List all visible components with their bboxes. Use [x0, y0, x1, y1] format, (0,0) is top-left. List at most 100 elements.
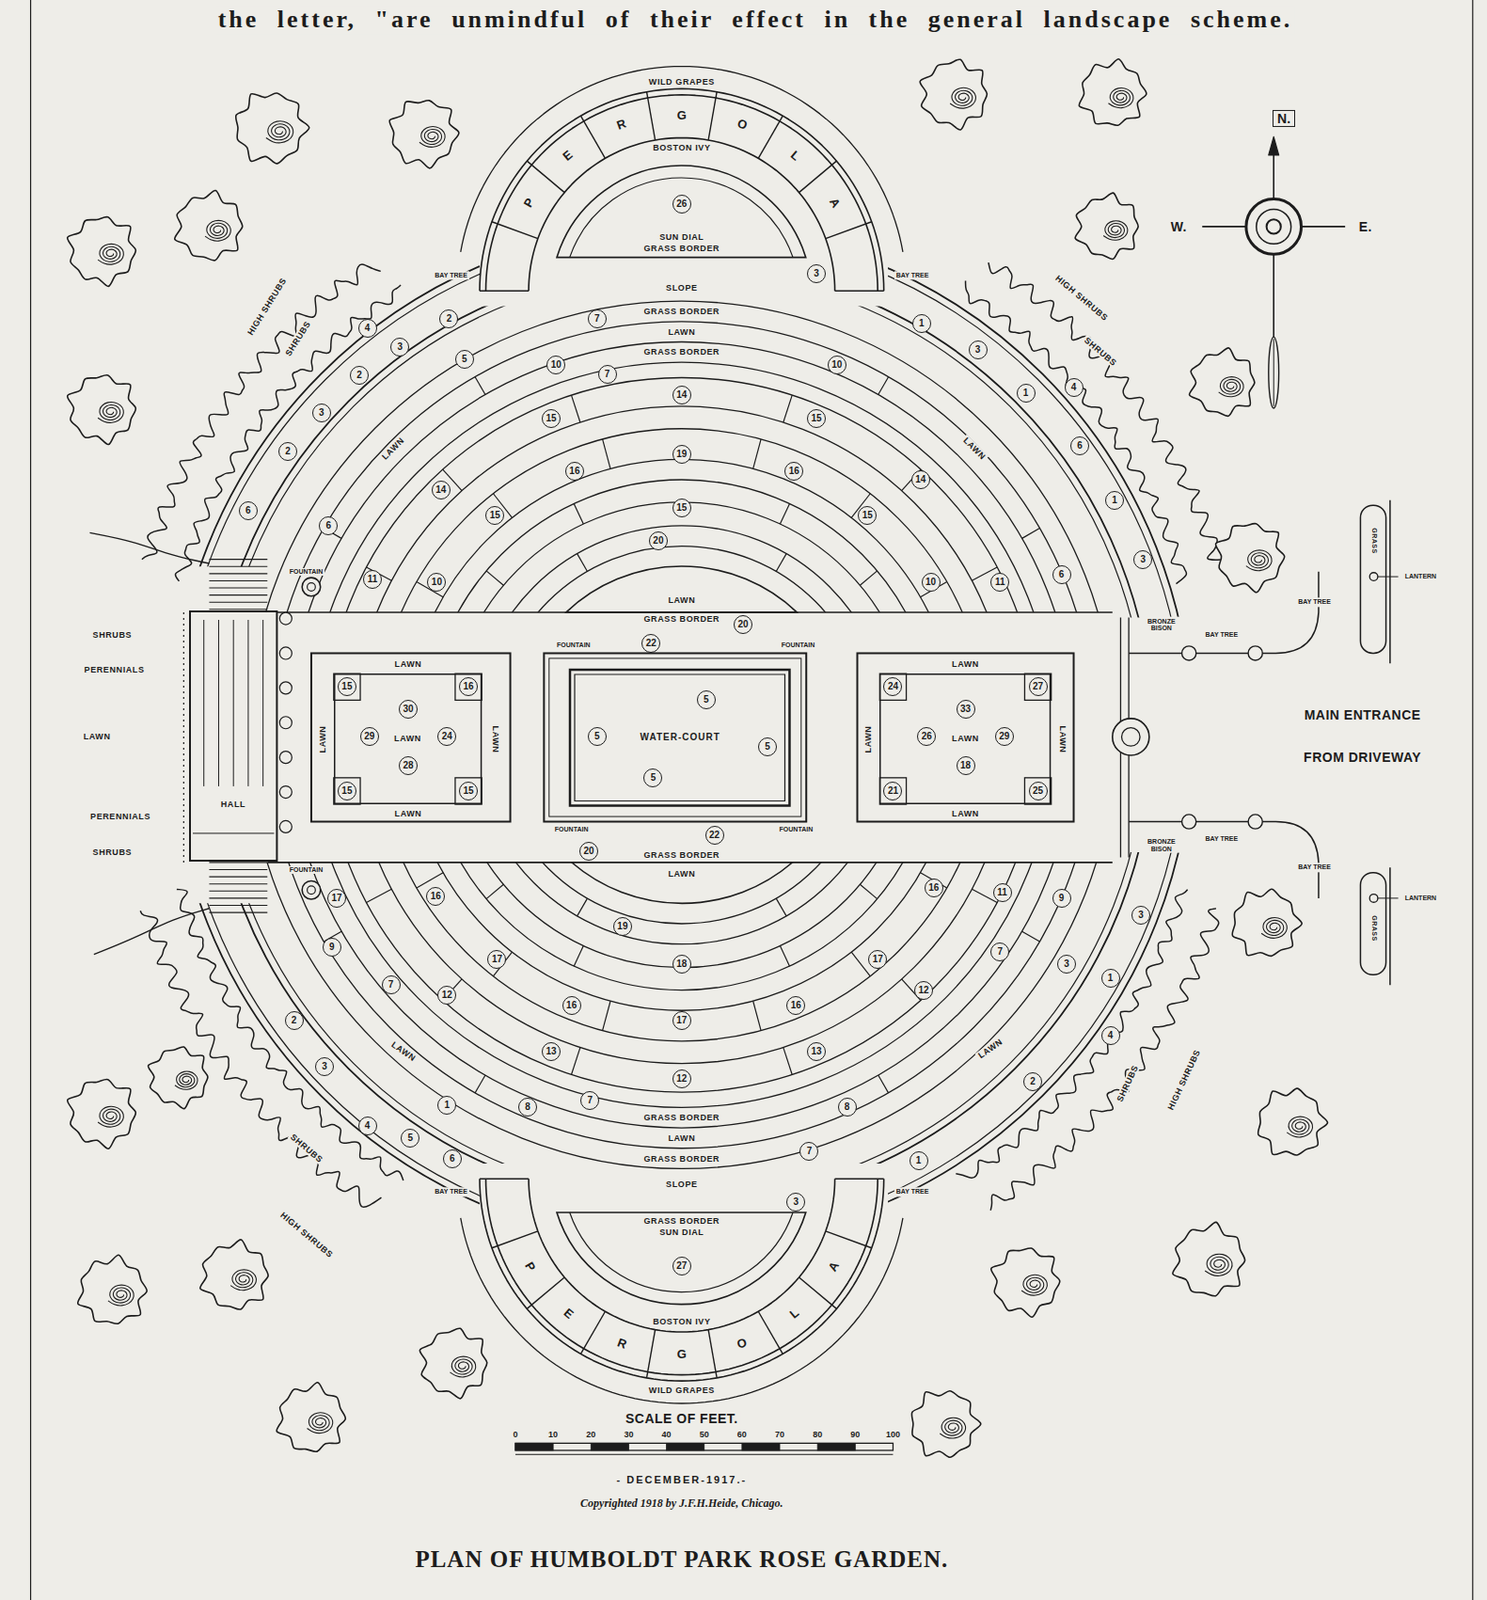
- bed-ring: [288, 342, 1076, 1129]
- callout-number: 19: [672, 444, 692, 464]
- rose-marker: [279, 681, 292, 695]
- foliage-clump: [949, 87, 976, 109]
- callout-number: 15: [806, 409, 826, 428]
- feature-label: FOUNTAIN: [287, 865, 326, 873]
- area-label: WILD GRAPES: [647, 77, 717, 87]
- callout-number: 20: [733, 615, 753, 634]
- callout-number: 5: [455, 349, 475, 369]
- step-line: [208, 572, 268, 574]
- corner-bed: [1024, 777, 1051, 805]
- area-label: LAWN: [949, 659, 981, 669]
- foliage-clump: [266, 121, 294, 143]
- lamp-mark: [1369, 572, 1378, 582]
- scale-number: 10: [546, 1428, 560, 1439]
- basin-circle: [301, 880, 321, 900]
- area-label: GRASS BORDER: [641, 1153, 722, 1163]
- pergola-post: [825, 1231, 872, 1249]
- foliage-clump: [1172, 1221, 1246, 1297]
- foliage-clump: [1103, 221, 1128, 241]
- bed-ring: [492, 546, 871, 924]
- bed-frame: [856, 652, 1074, 822]
- area-label: GRASS BORDER: [641, 850, 722, 860]
- step-line: [208, 904, 268, 906]
- foliage-clump: [419, 126, 445, 148]
- bed-outline: [334, 674, 482, 804]
- step-line: [208, 586, 268, 588]
- step-line: [208, 897, 268, 899]
- callout-number: 10: [546, 355, 566, 375]
- callout-number: 20: [579, 841, 599, 861]
- bed-ring: [248, 300, 1116, 1169]
- bed-ring: [427, 479, 938, 991]
- callout-number: 16: [565, 461, 585, 481]
- pergola-post: [708, 92, 717, 141]
- callout-number: 3: [1131, 905, 1151, 925]
- bed-name: LAWN: [392, 733, 424, 744]
- basin-circle: [1122, 727, 1141, 747]
- callout-number: 7: [799, 1141, 819, 1161]
- feature-label: BAY TREE: [1203, 834, 1240, 843]
- callout-number: 5: [696, 690, 716, 710]
- bed-divider: [878, 1075, 889, 1093]
- foliage-clump: [1258, 1088, 1329, 1155]
- callout-number: 27: [1028, 677, 1048, 697]
- area-label: LAWN: [393, 808, 425, 819]
- grass-strip: [1360, 505, 1386, 653]
- bed-divider: [775, 553, 787, 572]
- foliage-clump: [911, 1391, 981, 1458]
- hedge-line: [140, 910, 381, 1207]
- walk-ring: [217, 270, 1146, 1200]
- feature-label: LANTERN: [1403, 894, 1439, 902]
- garden-bed: LAWN: [571, 862, 792, 903]
- rose-marker: [279, 647, 292, 660]
- figure-caption: PLAN OF HUMBOLDT PARK ROSE GARDEN.: [412, 1546, 950, 1574]
- pergola-post: [580, 1311, 605, 1354]
- pool-frame: [543, 652, 807, 822]
- feature-label: FOUNTAIN: [779, 641, 818, 649]
- area-label: GRASS BORDER: [641, 613, 722, 623]
- corner-bed: [879, 673, 906, 700]
- foliage-clump: [97, 1106, 124, 1127]
- foliage-clump: [276, 1382, 346, 1452]
- bed-outline: [556, 1212, 807, 1305]
- rose-marker: [279, 612, 292, 625]
- bed-divider: [474, 377, 486, 396]
- foliage-clump: [307, 1412, 333, 1434]
- foliage-clump: [1107, 88, 1133, 109]
- callout-number: 7: [580, 1091, 600, 1110]
- step-line: [208, 566, 268, 568]
- area-label: LAWN: [393, 659, 425, 669]
- heading-label: SCALE OF FEET.: [623, 1410, 741, 1426]
- callout-number: 16: [924, 878, 944, 898]
- callout-number: 1: [912, 314, 932, 333]
- bed-outline: [218, 619, 220, 787]
- pergola-post: [835, 1178, 885, 1180]
- callout-number: 14: [431, 480, 451, 500]
- feature-label: BRONZE BISON: [1143, 616, 1180, 633]
- pergola-post: [479, 290, 529, 292]
- area-label: WILD GRAPES: [647, 1385, 717, 1395]
- corner-bed: [455, 777, 482, 805]
- feature-label: BAY TREE: [433, 1187, 470, 1197]
- area-label: PERENNIALS: [88, 811, 153, 822]
- area-label: HIGH SHRUBS: [1164, 1045, 1203, 1113]
- step-line: [208, 601, 268, 603]
- bed-divider: [510, 842, 528, 855]
- date-line: - DECEMBER-1917.-: [615, 1473, 750, 1487]
- callout-number: 5: [643, 768, 663, 788]
- bed-divider: [878, 377, 889, 396]
- bed-divider: [753, 439, 761, 469]
- pergola-letter: G: [675, 1346, 689, 1361]
- callout-number: 15: [857, 506, 877, 525]
- leader-line: [1377, 897, 1399, 899]
- foliage-clump: [1189, 348, 1255, 417]
- bay-tree-mark: [1248, 814, 1263, 829]
- callout-number: 3: [1057, 954, 1076, 974]
- foliage-clump: [919, 59, 987, 130]
- callout-number: 28: [398, 756, 418, 776]
- measure-bar: [590, 1442, 629, 1451]
- area-label: SHRUBS: [1080, 334, 1121, 370]
- bed-ring: [472, 525, 891, 945]
- step-line: [208, 912, 268, 914]
- pergola-letter: R: [613, 116, 631, 135]
